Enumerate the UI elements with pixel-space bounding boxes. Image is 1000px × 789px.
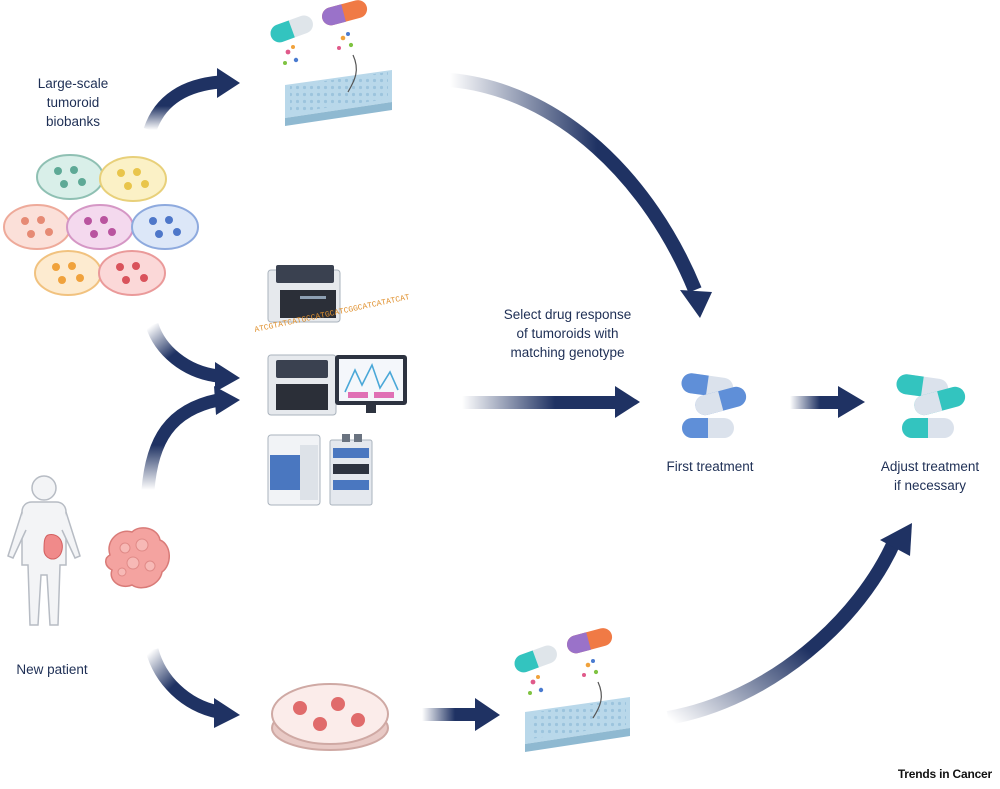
patient-tumoroid-dish [271, 683, 389, 751]
arrow-first-to-adjust-treatment [790, 386, 865, 418]
pill-icon [567, 628, 613, 654]
petri-dish [36, 154, 104, 200]
arrow-biobanks-to-drug-screen [143, 68, 240, 133]
first-treatment-pills [681, 373, 747, 438]
tumor-tissue-icon [105, 527, 170, 589]
drug-screen-plate-top [285, 70, 392, 126]
monitor-icon [335, 355, 407, 413]
petri-dish [99, 156, 167, 202]
dispense-line [347, 54, 357, 93]
new-patient-label: New patient [16, 662, 88, 677]
drug-particles [528, 659, 599, 695]
pill-icon [514, 645, 557, 673]
mass-spectrometer-icon [267, 354, 337, 416]
pill-icon [902, 418, 954, 438]
arrow-drug-screen-to-adjust-treatment [666, 523, 912, 725]
tumor-highlight [43, 534, 63, 560]
journal-credit: Trends in Cancer [897, 767, 992, 781]
pill-icon [914, 386, 966, 416]
petri-dish [34, 250, 102, 296]
sequencer-icon [267, 265, 341, 323]
liquid-chromatograph-icon [267, 434, 373, 506]
pill-icon [322, 0, 368, 26]
adjust-treatment-label: Adjust treatment if necessary [880, 459, 980, 493]
pill-icon [695, 386, 747, 416]
select-drug-response-label: Select drug response of tumoroids with m… [503, 307, 632, 360]
arrow-drug-screen-to-first-treatment [449, 73, 712, 318]
biobanks-label: Large-scale tumoroid biobanks [37, 76, 109, 129]
drug-screen-plate-bottom [525, 697, 630, 752]
petri-dish [66, 204, 134, 250]
petri-dish [3, 204, 71, 250]
drug-particles [283, 32, 354, 65]
pill-icon [682, 418, 734, 438]
adjusted-treatment-pills [896, 374, 966, 438]
arrow-biobanks-to-omics [145, 322, 240, 392]
petri-dish [131, 204, 199, 250]
arrow-omics-to-first-treatment [462, 386, 640, 418]
arrow-patient-to-omics [141, 386, 240, 491]
first-treatment-label: First treatment [666, 459, 754, 474]
pill-icon [270, 15, 313, 43]
petri-dish [98, 250, 166, 296]
arrow-patient-to-tumoroid-culture [145, 648, 240, 728]
patient-body-icon [7, 475, 81, 626]
biobank-petri-dishes [3, 154, 199, 296]
dispense-line [592, 681, 602, 719]
arrow-culture-to-drug-screen [422, 698, 500, 731]
